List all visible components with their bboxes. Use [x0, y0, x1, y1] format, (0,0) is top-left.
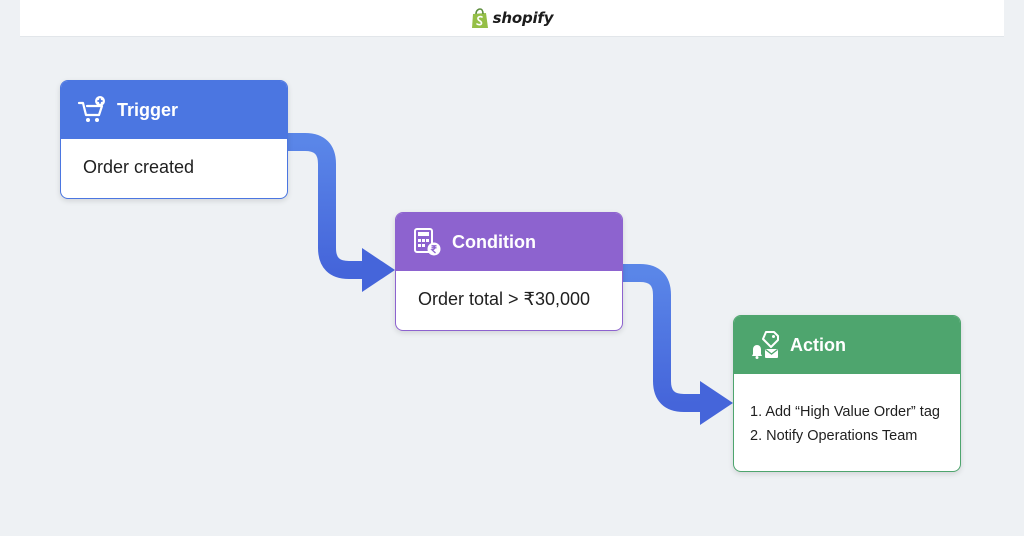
trigger-header: Trigger	[61, 81, 287, 139]
trigger-card[interactable]: Trigger Order created	[60, 80, 288, 199]
shopify-bag-icon	[471, 7, 488, 28]
top-bar: shopify	[20, 0, 1004, 37]
action-body: 1. Add “High Value Order” tag 2. Notify …	[734, 374, 960, 448]
calculator-rupee-icon	[412, 227, 442, 257]
arrow-trigger-to-condition	[286, 133, 395, 292]
action-card[interactable]: Action 1. Add “High Value Order” tag 2. …	[733, 315, 961, 472]
action-title: Action	[790, 334, 846, 355]
trigger-body: Order created	[61, 139, 287, 195]
brand-logo-text: shopify	[492, 9, 554, 27]
action-step-2: 2. Notify Operations Team	[750, 428, 918, 444]
cart-plus-icon	[77, 95, 107, 125]
action-step-1: 1. Add “High Value Order” tag	[750, 404, 940, 420]
condition-card[interactable]: Condition Order total > ₹30,000	[395, 212, 623, 331]
tag-bell-mail-icon	[750, 330, 780, 360]
action-header: Action	[734, 316, 960, 374]
condition-text: Order total > ₹30,000	[418, 288, 591, 309]
trigger-title: Trigger	[117, 99, 179, 120]
condition-body: Order total > ₹30,000	[396, 271, 622, 327]
condition-title: Condition	[452, 231, 536, 252]
trigger-text: Order created	[83, 156, 195, 177]
arrow-condition-to-action	[621, 264, 733, 425]
condition-header: Condition	[396, 213, 622, 271]
